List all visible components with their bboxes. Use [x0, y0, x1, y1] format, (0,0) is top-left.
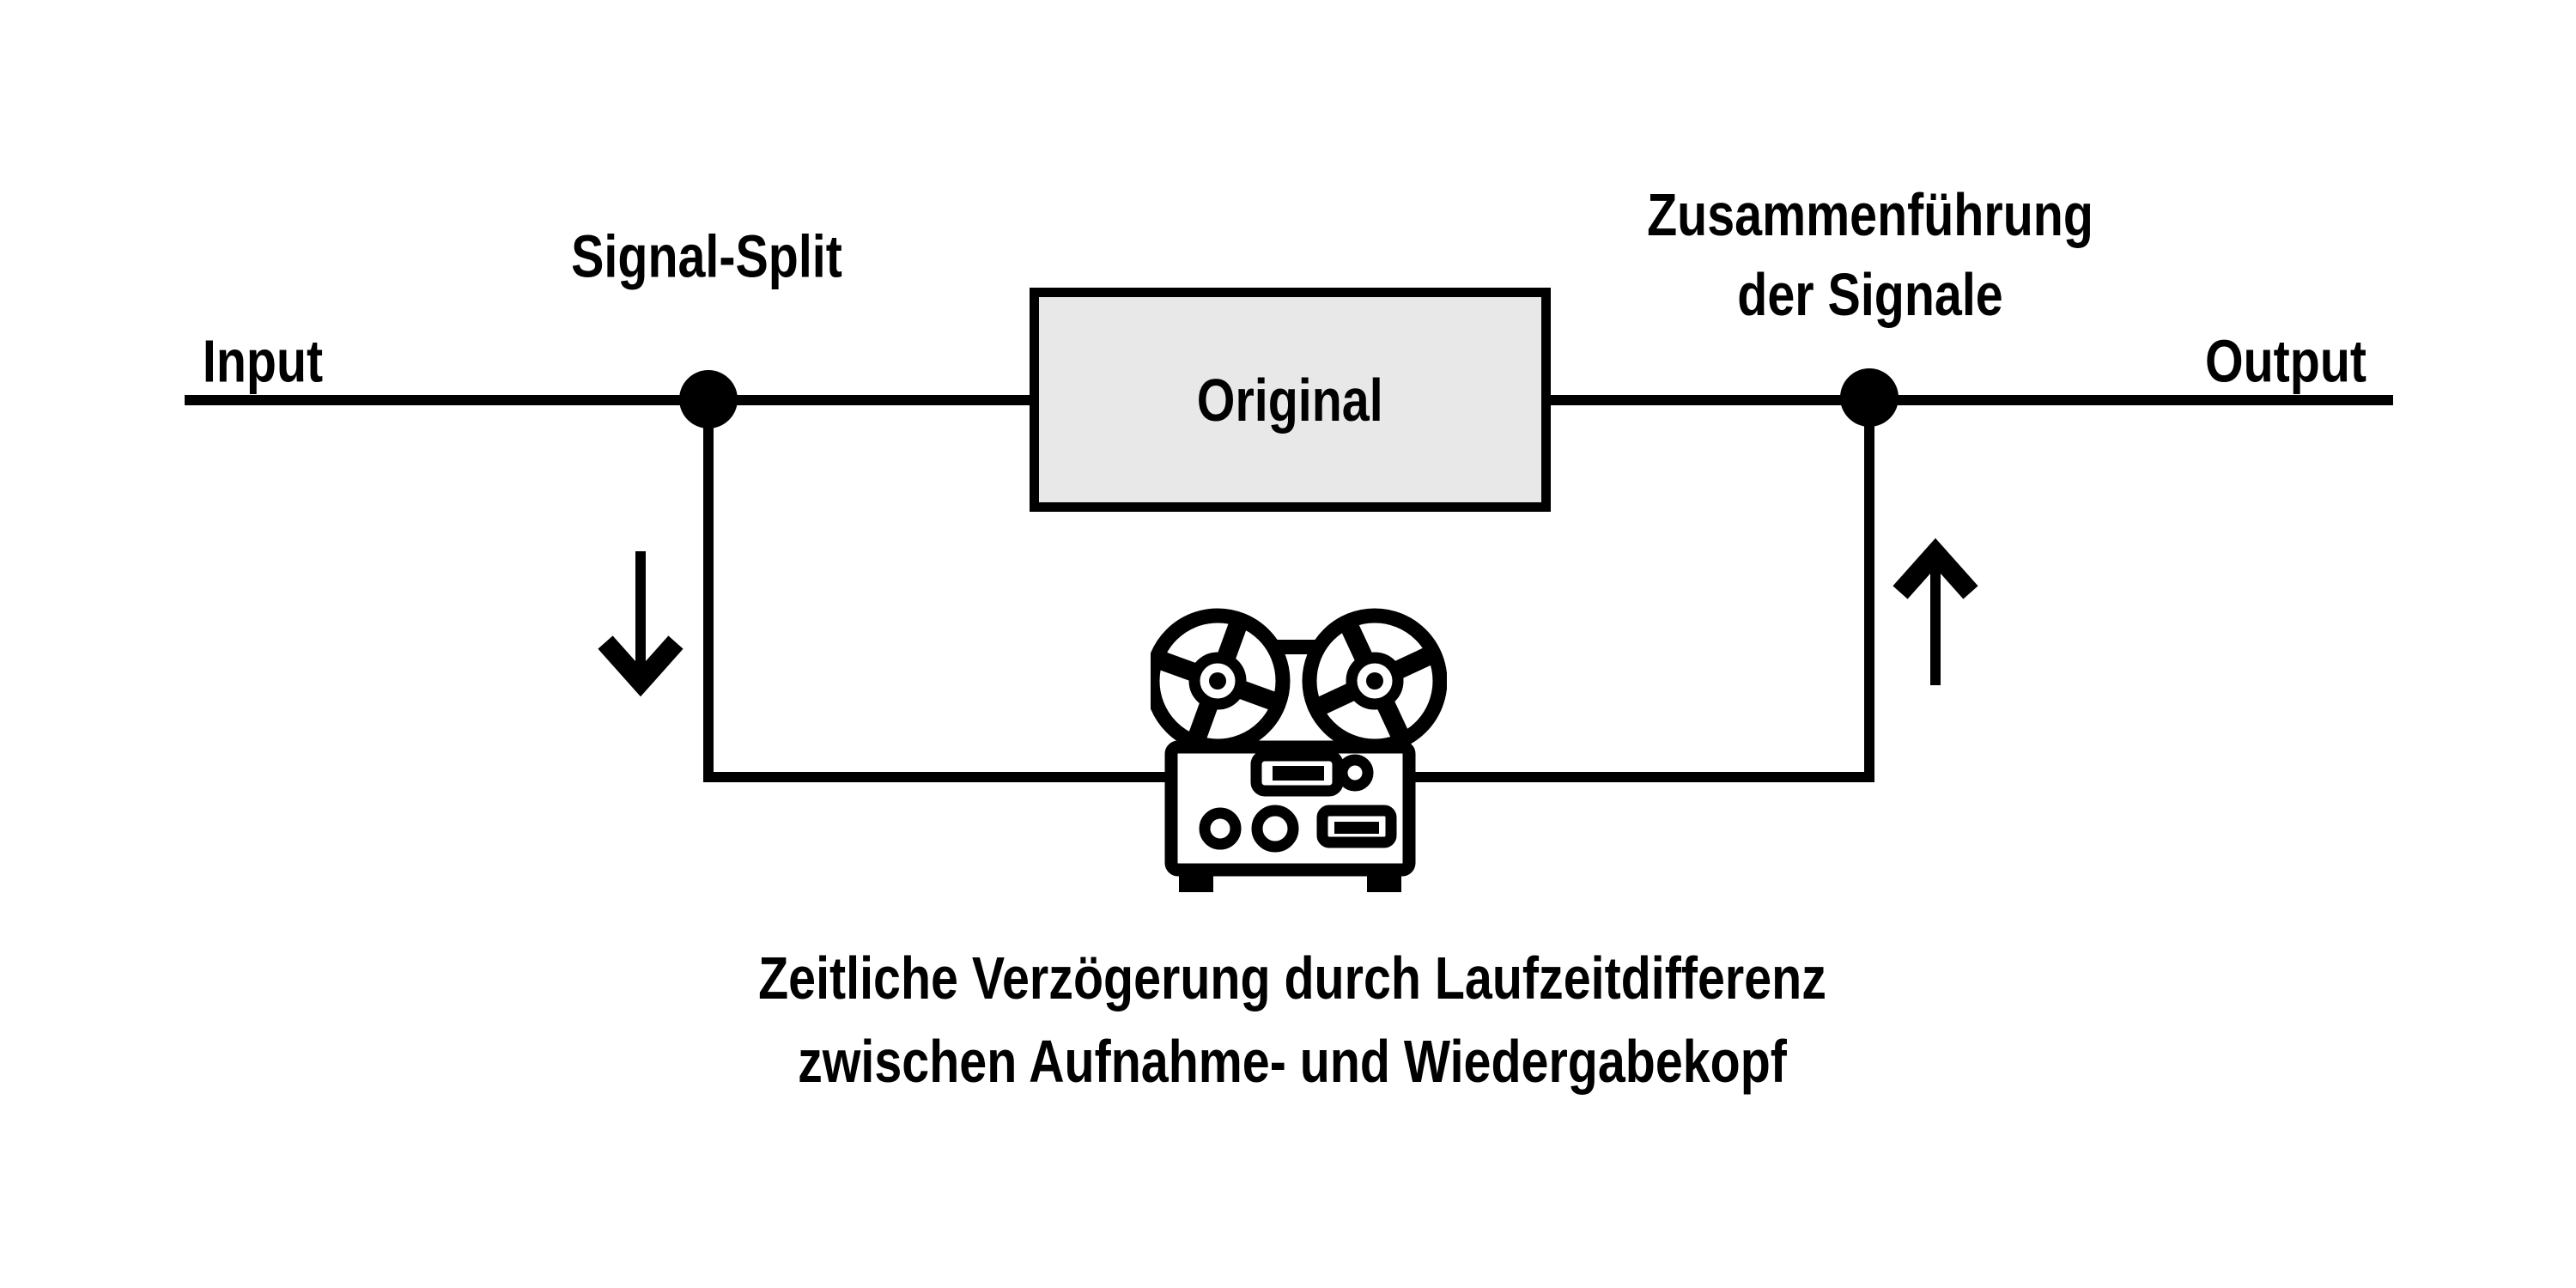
signal-merge-label-line1: Zusammenführung — [1647, 181, 2093, 248]
delay-caption: Zeitliche Verzögerung durch Laufzeitdiff… — [758, 937, 1826, 1103]
input-signal-line — [185, 395, 1030, 405]
tape-recorder-panel-controls — [1199, 750, 1397, 853]
original-signal-box: Original — [1030, 288, 1551, 512]
merge-branch-line — [1864, 400, 1874, 782]
delay-caption-line1: Zeitliche Verzögerung durch Laufzeitdiff… — [758, 945, 1826, 1012]
delay-caption-line2: zwischen Aufnahme- und Wiedergabekopf — [798, 1028, 1787, 1095]
right-tape-reel-icon — [1302, 608, 1447, 754]
left-tape-reel-icon — [1151, 608, 1291, 754]
signal-split-label: Signal-Split — [571, 222, 842, 290]
split-branch-line — [703, 400, 714, 782]
input-label: Input — [202, 327, 324, 395]
output-label: Output — [2204, 327, 2367, 395]
original-box-label: Original — [1197, 366, 1383, 434]
signal-merge-junction-dot-icon — [1840, 368, 1899, 427]
tape-recorder-icon — [1151, 608, 1447, 892]
down-arrow-icon — [598, 551, 683, 697]
signal-merge-label-line2: der Signale — [1737, 261, 2003, 328]
output-signal-line — [1551, 395, 2393, 405]
signal-merge-label: Zusammenführung der Signale — [1647, 175, 2093, 335]
up-arrow-icon — [1893, 538, 1978, 685]
signal-split-junction-dot-icon — [679, 370, 738, 428]
